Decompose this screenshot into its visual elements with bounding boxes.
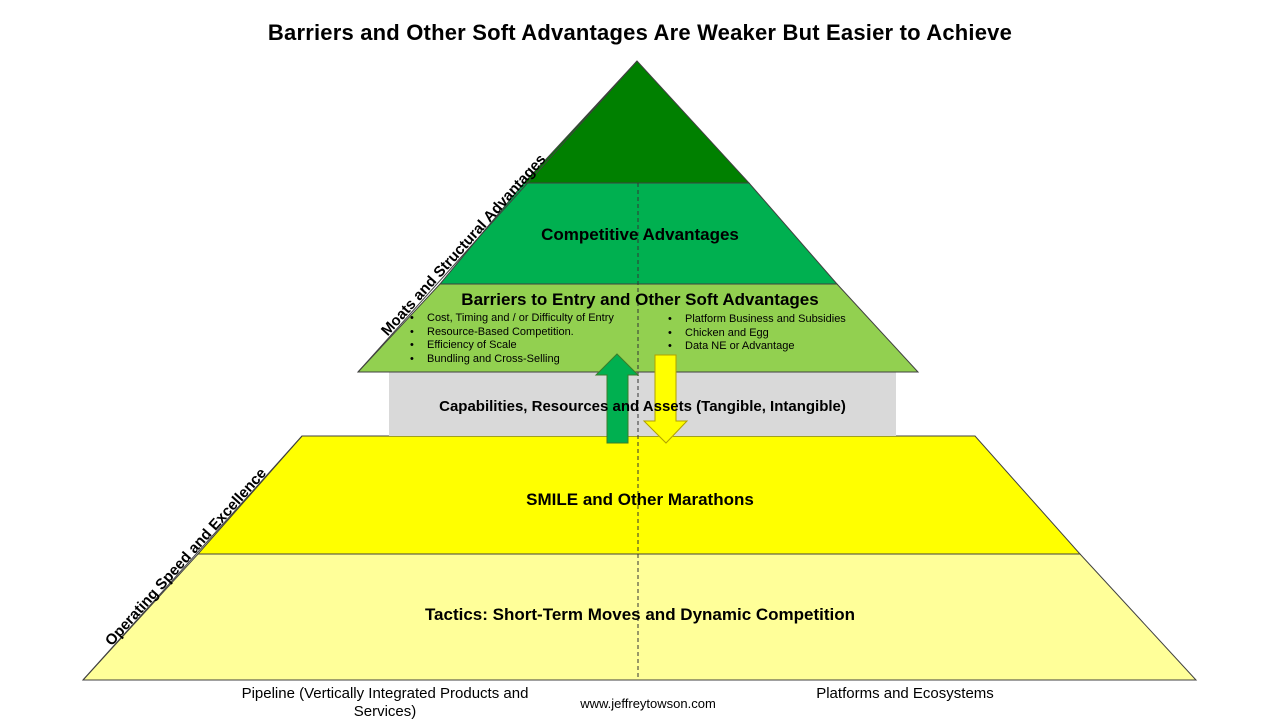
down-arrow [642,354,689,444]
list-item: Platform Business and Subsidies [666,313,846,327]
lower-side-line [82,435,303,681]
footer-right: Platforms and Ecosystems [816,685,994,702]
list-item: Bundling and Cross-Selling [408,353,614,367]
capabilities-layer [389,372,896,436]
apex-layer [522,60,751,184]
upper-side-line [357,60,638,373]
barriers-right-list: Platform Business and Subsidies Chicken … [666,313,846,354]
tactics-label: Tactics: Short-Term Moves and Dynamic Co… [424,605,856,624]
barriers-left-list: Cost, Timing and / or Difficulty of Entr… [408,312,614,366]
list-item: Cost, Timing and / or Difficulty of Entr… [408,312,614,326]
up-arrow [594,353,640,444]
capabilities-label: Capabilities, Resources and Assets (Tang… [439,398,846,415]
barriers-label: Barriers to Entry and Other Soft Advanta… [461,290,819,309]
footer-website: www.jeffreytowson.com [580,696,716,711]
smile-label: SMILE and Other Marathons [526,490,754,509]
page-title: Barriers and Other Soft Advantages Are W… [267,20,1013,45]
footer-left: Pipeline (Vertically Integrated Products… [241,685,529,720]
list-item: Efficiency of Scale [408,339,614,353]
list-item: Chicken and Egg [666,327,846,341]
list-item: Resource-Based Competition. [408,326,614,340]
list-item: Data NE or Advantage [666,340,846,354]
competitive-label: Competitive Advantages [541,225,739,244]
